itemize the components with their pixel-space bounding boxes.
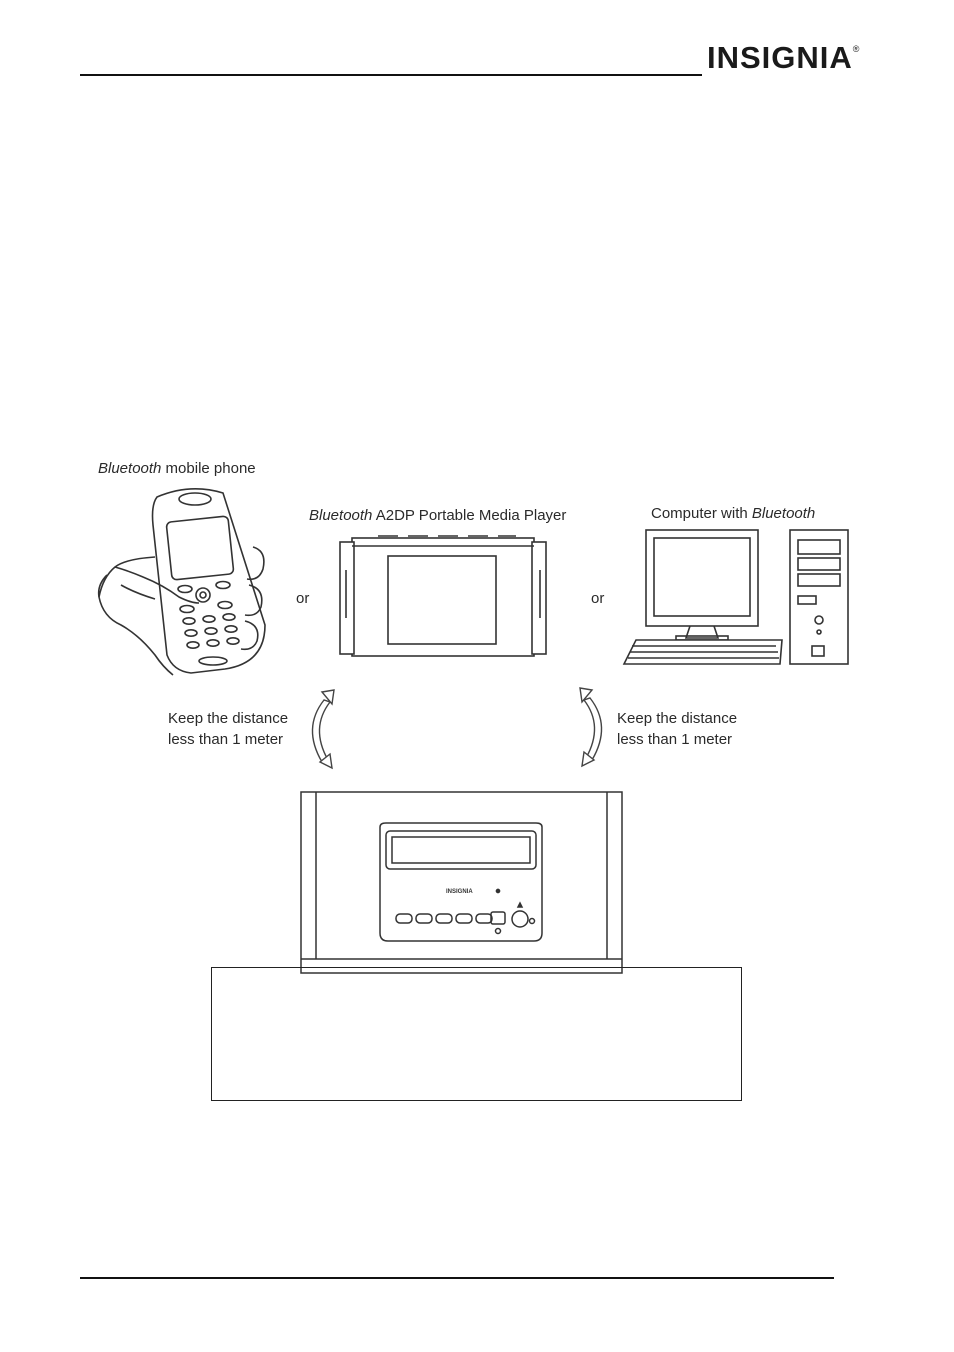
distance-right-line1: Keep the distance [617, 710, 738, 727]
or-left-label: or [296, 590, 310, 607]
distance-right-line2: less than 1 meter [617, 731, 733, 748]
mobile-phone-icon [97, 488, 266, 676]
portable-media-player-icon [339, 535, 547, 657]
distance-left-note: Keep the distance less than 1 meter [168, 708, 288, 750]
brand-logo: INSIGNIA® [707, 40, 861, 75]
footer-rule [80, 1277, 834, 1279]
or-right-label: or [591, 590, 605, 607]
phone-label: Bluetooth mobile phone [98, 460, 256, 477]
distance-right-note: Keep the distance less than 1 meter [617, 708, 737, 750]
desktop-computer-icon [622, 529, 849, 665]
distance-left-line2: less than 1 meter [168, 731, 284, 748]
speaker-dock-icon: INSIGNIA [300, 791, 623, 974]
distance-left-line1: Keep the distance [168, 710, 289, 727]
note-box [211, 967, 742, 1101]
computer-label: Computer with Bluetooth [651, 505, 816, 522]
double-arrow-left-icon [311, 689, 335, 770]
header-rule [80, 74, 702, 76]
speaker-brand-label: INSIGNIA [446, 889, 473, 895]
double-arrow-right-icon [579, 687, 603, 768]
player-label: Bluetooth A2DP Portable Media Player [309, 507, 567, 524]
